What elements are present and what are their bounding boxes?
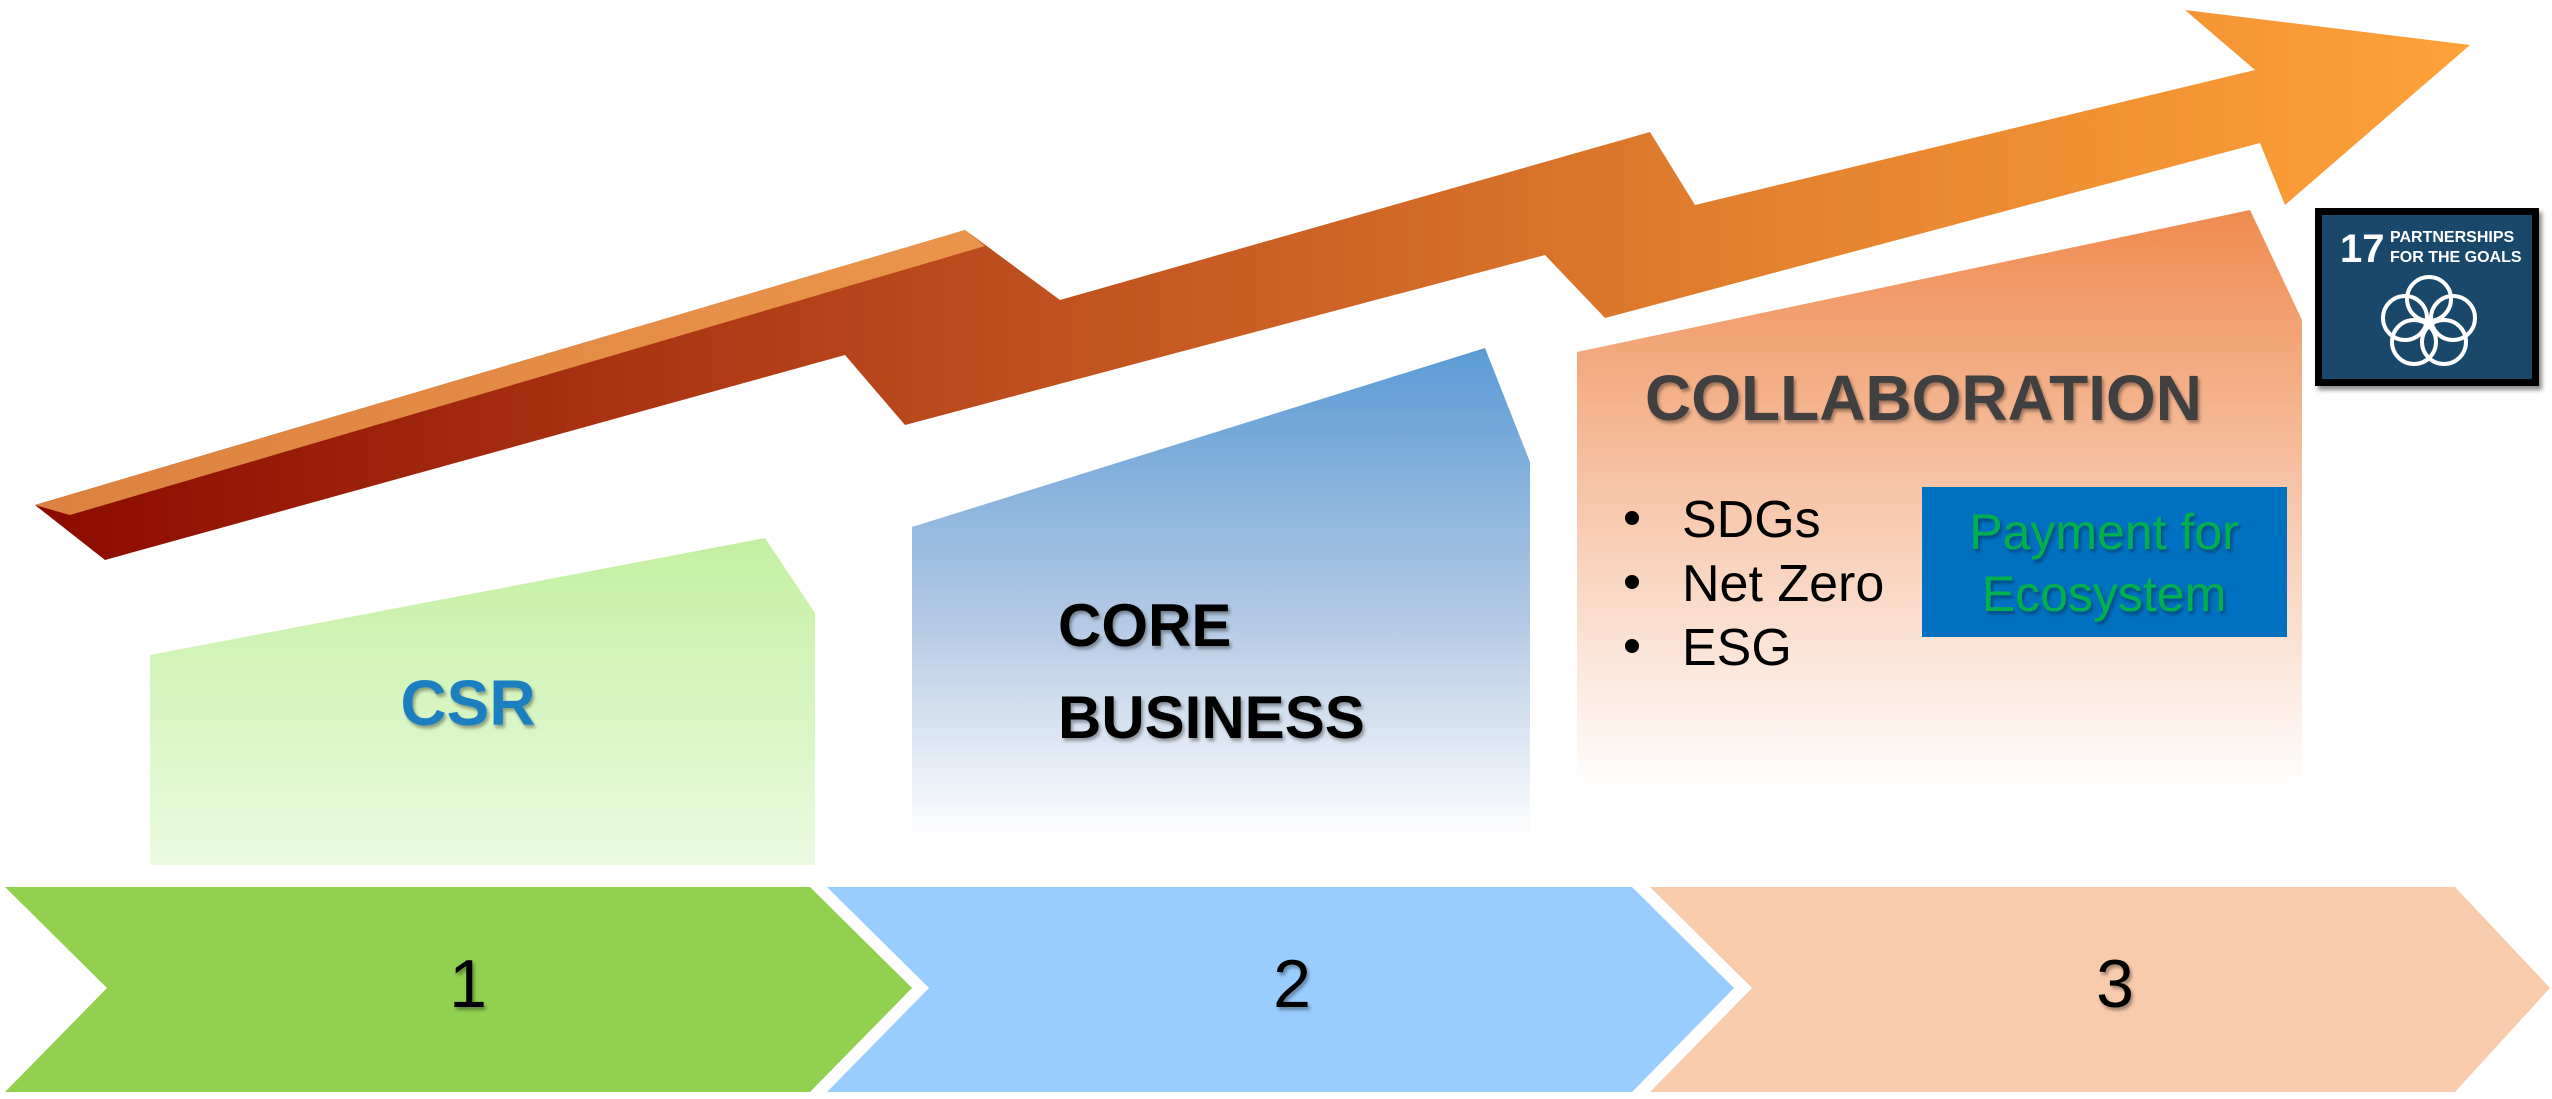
stage-2-chevron-shape: [827, 887, 1734, 1092]
callout-box: [1922, 487, 2287, 637]
stage-1-chevron: 1: [5, 887, 912, 1092]
stage-2-chevron: 2: [827, 887, 1734, 1092]
stage-2-panel: [912, 348, 1530, 840]
rising-arrow-top-edge: [35, 230, 985, 515]
bullet-dot: [1625, 511, 1639, 525]
sdg-17-badge: 17 PARTNERSHIPS FOR THE GOALS: [2315, 208, 2539, 386]
rising-arrow-body: [35, 10, 2470, 560]
sdg-badge-background: [2322, 215, 2532, 379]
stage-1-chevron-shape: [5, 887, 912, 1092]
bullet-net-zero: Net Zero: [1682, 555, 1884, 613]
payment-for-ecosystem-callout: Payment for Ecosystem: [1922, 487, 2287, 637]
stage-1-block: CSR: [150, 538, 815, 865]
stage-3-chevron: 3: [1650, 887, 2550, 1092]
bullet-sdgs: SDGs: [1682, 491, 1821, 549]
stage-chevron-row: 1 2 3: [5, 887, 2550, 1092]
bullet-dot: [1625, 639, 1639, 653]
sdg-badge-number: 17: [2340, 227, 2385, 271]
five-rings-flower-icon: [2381, 275, 2477, 366]
stage-3-chevron-shape: [1650, 887, 2550, 1092]
rising-arrow: [35, 10, 2470, 560]
sdg-badge-line-1: PARTNERSHIPS: [2390, 229, 2514, 246]
callout-line-1: Payment for: [1969, 504, 2239, 560]
stage-3-block: COLLABORATION SDGs Net Zero ESG Payment …: [1577, 210, 2302, 790]
stage-2-number: 2: [1273, 946, 1311, 1022]
stage-2-title-line-1: CORE: [1058, 592, 1231, 659]
stage-3-number: 3: [2096, 946, 2134, 1022]
sdg-badge-line-2: FOR THE GOALS: [2390, 249, 2522, 266]
stage-3-title: COLLABORATION: [1645, 362, 2202, 434]
stage-3-bullet-list: SDGs Net Zero ESG: [1625, 491, 1884, 677]
stage-1-number: 1: [449, 946, 487, 1022]
bullet-dot: [1625, 575, 1639, 589]
bullet-esg: ESG: [1682, 619, 1792, 677]
stage-1-title: CSR: [400, 667, 535, 739]
stage-2-title-line-2: BUSINESS: [1058, 684, 1365, 751]
callout-line-2: Ecosystem: [1982, 566, 2227, 622]
stage-2-block: CORE BUSINESS: [912, 348, 1530, 840]
stage-1-panel: [150, 538, 815, 865]
